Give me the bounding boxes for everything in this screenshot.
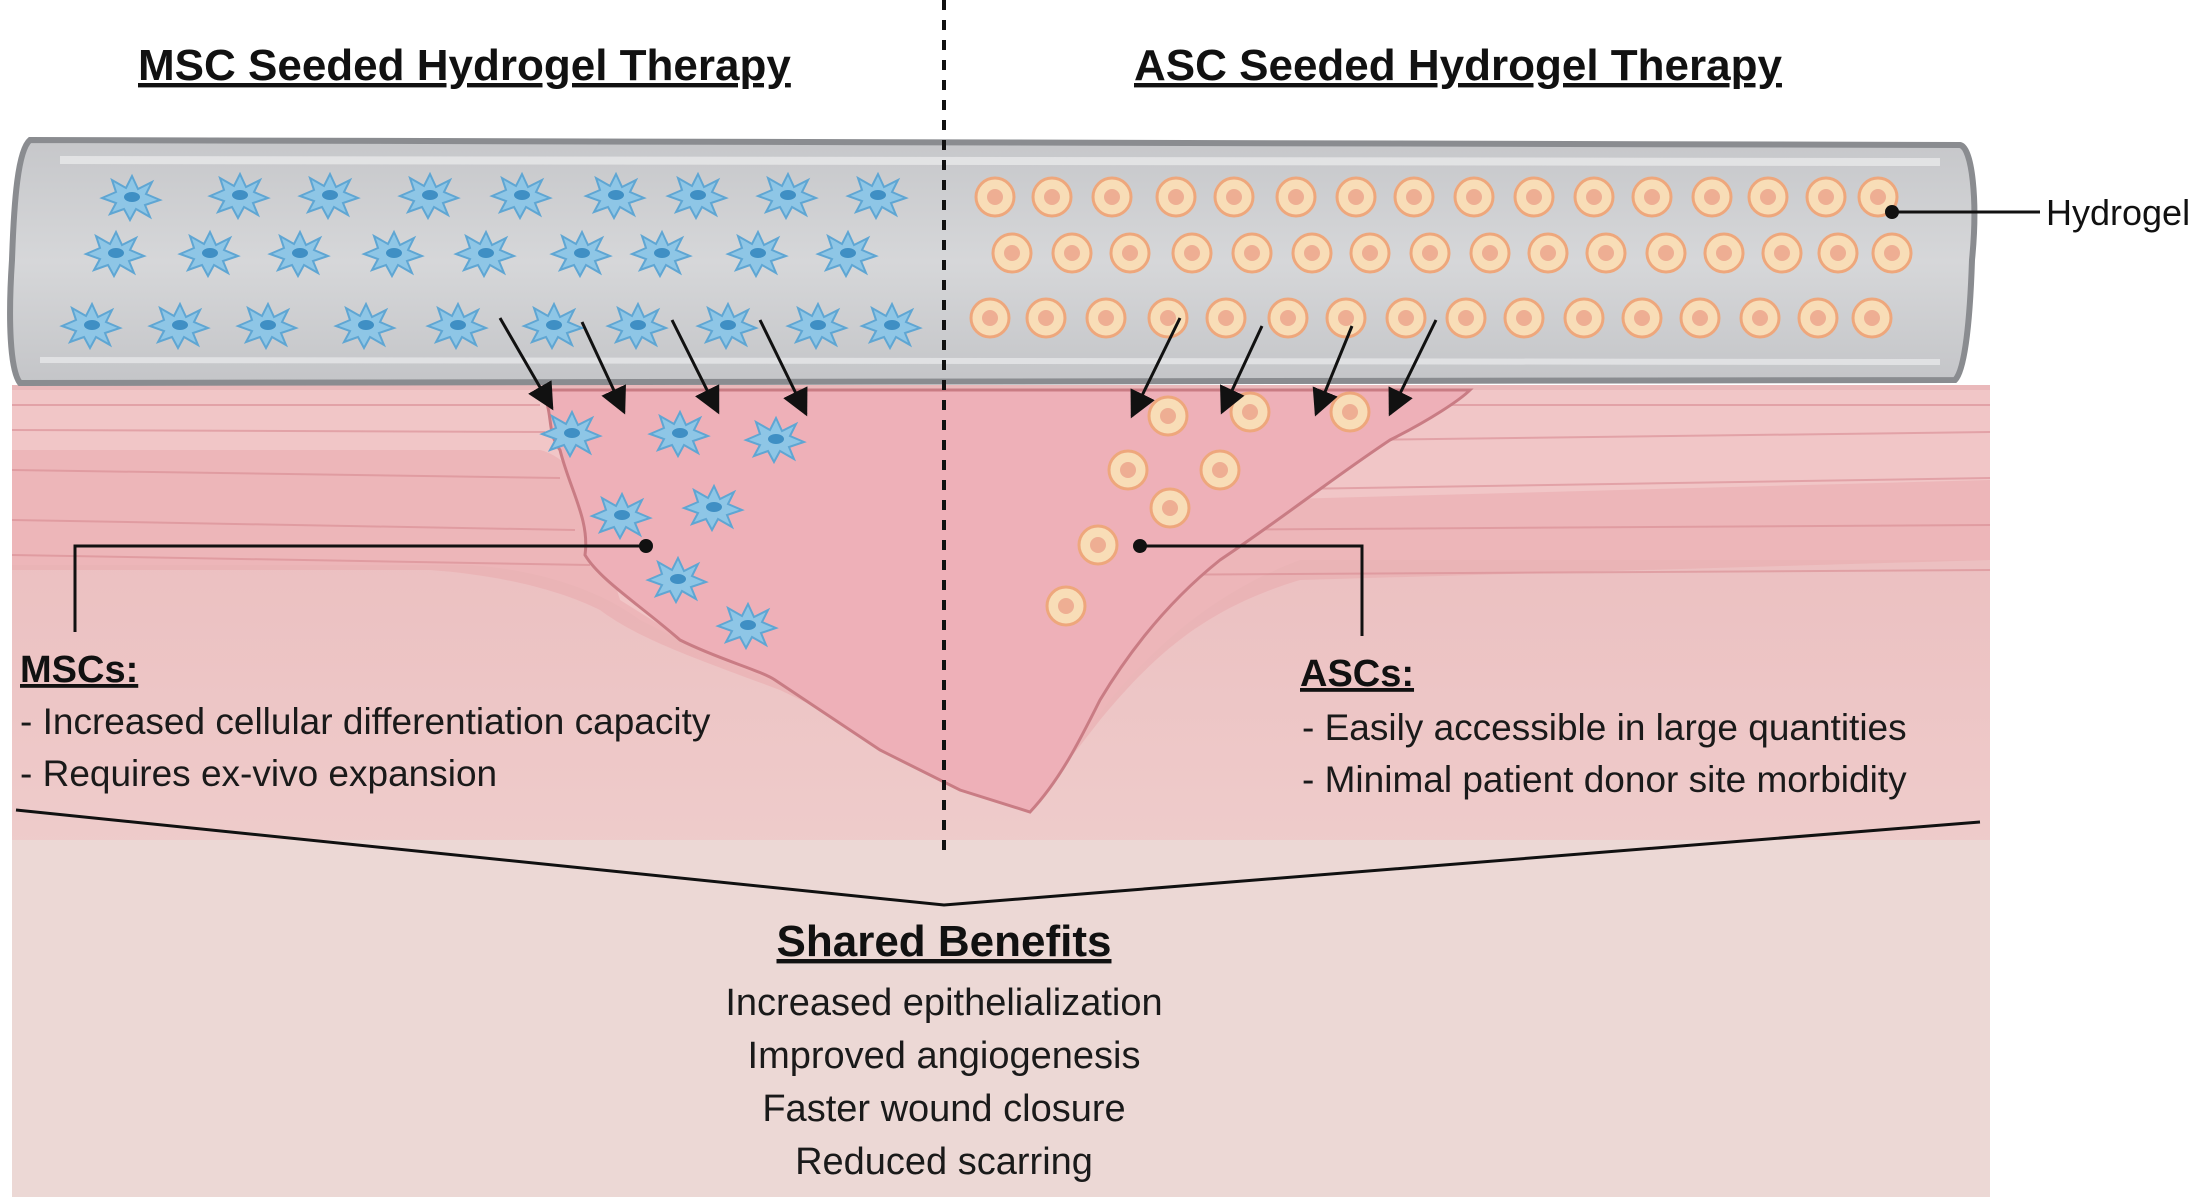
asc-cell-icon [1679, 297, 1721, 339]
arrow-icon [580, 321, 626, 415]
msc-callout-line [73, 539, 653, 632]
shared-benefit-2: Improved angiogenesis [748, 1035, 1141, 1077]
asc-cell-icon [969, 297, 1011, 339]
migration-arrows [498, 317, 1438, 419]
shared-benefit-4: Reduced scarring [795, 1141, 1093, 1183]
asc-cell-icon [1563, 297, 1605, 339]
asc-cell-icon [1851, 297, 1893, 339]
asc-cell-icon [1045, 585, 1087, 627]
asc-cell-icon [1205, 297, 1247, 339]
asc-cell-icon [1445, 297, 1487, 339]
asc-cell-icon [1147, 297, 1189, 339]
arrow-icon [758, 319, 808, 417]
asc-cell-icon [1149, 487, 1191, 529]
asc-cell-icon [1231, 232, 1273, 274]
asc-cell-icon [1107, 449, 1149, 491]
asc-cell-icon [1147, 395, 1189, 437]
asc-cell-icon [1631, 176, 1673, 218]
asc-cell-icon [1329, 391, 1371, 433]
hydrogel-highlight [59, 156, 1941, 166]
asc-cell-icon [1409, 232, 1451, 274]
asc-cell-icon [1503, 297, 1545, 339]
asc-heading: ASCs: [1300, 653, 1414, 695]
asc-cell-icon [1385, 297, 1427, 339]
asc-cell-icon [1453, 176, 1495, 218]
arrow-icon [1220, 325, 1264, 415]
asc-cell-icon [1573, 176, 1615, 218]
asc-cell-icon [1349, 232, 1391, 274]
asc-cell-icon [1031, 176, 1073, 218]
arrow-icon [498, 317, 554, 411]
asc-cell-icon [1085, 297, 1127, 339]
asc-cell-icon [1335, 176, 1377, 218]
asc-cell-icon [1513, 176, 1555, 218]
asc-cell-icon [1797, 297, 1839, 339]
msc-therapy-title: MSC Seeded Hydrogel Therapy [138, 41, 791, 90]
shared-benefit-1: Increased epithelialization [725, 982, 1162, 1024]
asc-cell-icon [1025, 297, 1067, 339]
hydrogel-highlight-lower [39, 357, 1941, 365]
asc-cell-icon [991, 232, 1033, 274]
asc-cell-icon [1469, 232, 1511, 274]
asc-point-1: - Easily accessible in large quantities [1302, 707, 1907, 748]
asc-cell-icon [974, 176, 1016, 218]
asc-cell-icon [1761, 232, 1803, 274]
arrow-icon [670, 319, 720, 415]
asc-cell-icon [1739, 297, 1781, 339]
asc-cell-icon [1171, 232, 1213, 274]
asc-callout-line [1133, 539, 1364, 636]
asc-cell-icon [1051, 232, 1093, 274]
wound-area [537, 388, 1474, 814]
asc-cell-icon [1077, 524, 1119, 566]
asc-cell-icon [1747, 176, 1789, 218]
asc-point-2: - Minimal patient donor site morbidity [1302, 759, 1907, 800]
shared-benefit-3: Faster wound closure [762, 1088, 1125, 1130]
asc-cell-icon [1645, 232, 1687, 274]
asc-cell-icon [1703, 232, 1745, 274]
asc-cell-icon [1691, 176, 1733, 218]
asc-cell-icon [1275, 176, 1317, 218]
asc-therapy-title: ASC Seeded Hydrogel Therapy [1134, 41, 1782, 90]
asc-cell-icon [1393, 176, 1435, 218]
asc-cell-icon [1091, 176, 1133, 218]
asc-cell-icon [1229, 391, 1271, 433]
asc-cell-icon [1199, 449, 1241, 491]
arrow-icon [1130, 317, 1182, 419]
asc-cell-icon [1805, 176, 1847, 218]
msc-heading: MSCs: [20, 649, 138, 691]
arrow-icon [1388, 319, 1438, 417]
msc-point-1: - Increased cellular differentiation cap… [20, 701, 711, 742]
asc-cell-icon [1871, 232, 1913, 274]
asc-cell-icon [1213, 176, 1255, 218]
asc-cell-icon [1267, 297, 1309, 339]
asc-cell-icon [1109, 232, 1151, 274]
hydrogel-pointer [1885, 205, 2040, 219]
shared-benefits-heading: Shared Benefits [777, 917, 1112, 966]
shared-benefits-bracket [15, 808, 1981, 907]
msc-point-2: - Requires ex-vivo expansion [20, 753, 497, 794]
asc-cell-icon [1325, 297, 1367, 339]
asc-cell-icon [1621, 297, 1663, 339]
arrow-icon [1312, 325, 1354, 417]
asc-cell-icon [1291, 232, 1333, 274]
hydrogel-label: Hydrogel [2046, 192, 2190, 233]
asc-cell-icon [1527, 232, 1569, 274]
asc-cell-icon [1155, 176, 1197, 218]
skin-strata-lines [11, 404, 1991, 576]
asc-cell-icon [1585, 232, 1627, 274]
asc-cell-icon [1817, 232, 1859, 274]
